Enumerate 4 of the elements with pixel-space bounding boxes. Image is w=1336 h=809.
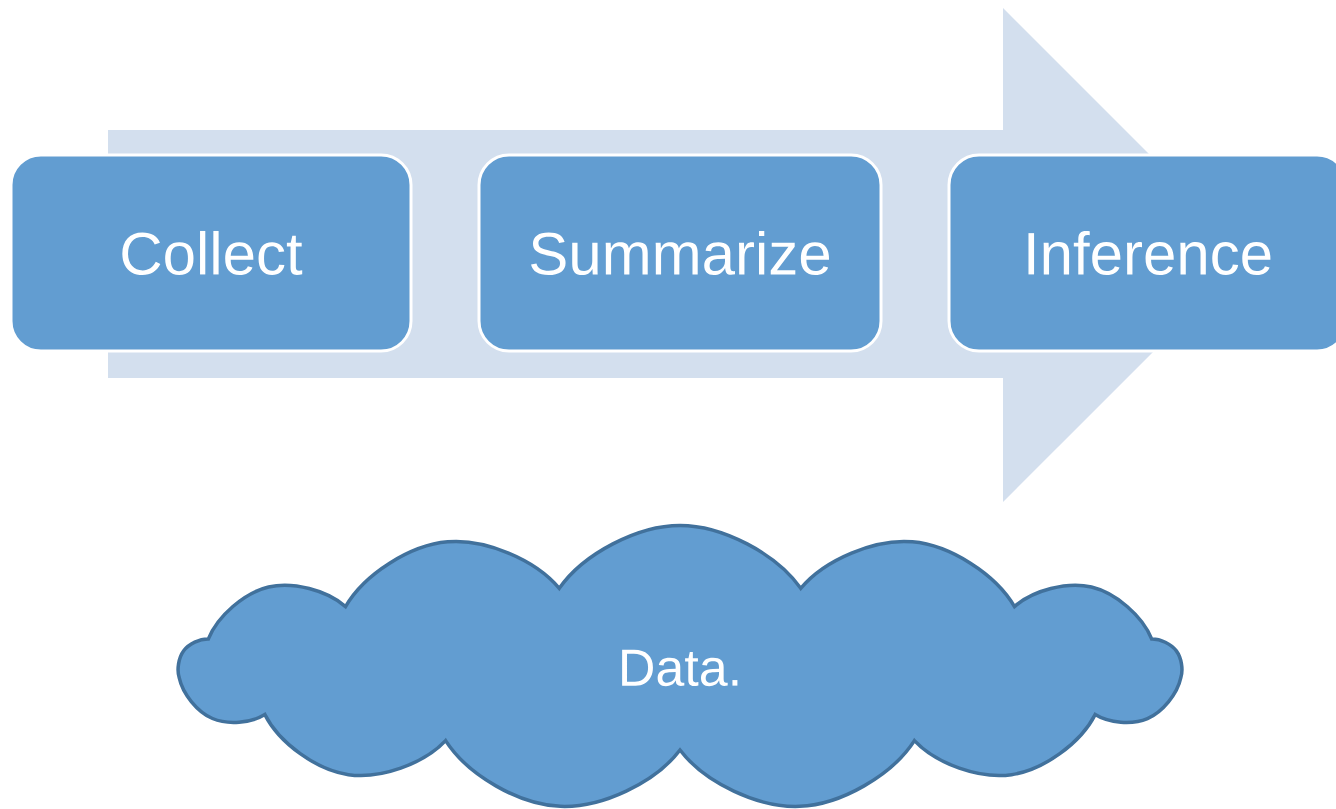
process-box: Summarize <box>477 153 883 353</box>
process-box: Inference <box>947 153 1336 353</box>
data-cloud: Data. <box>176 523 1184 809</box>
process-box: Collect <box>9 153 413 353</box>
